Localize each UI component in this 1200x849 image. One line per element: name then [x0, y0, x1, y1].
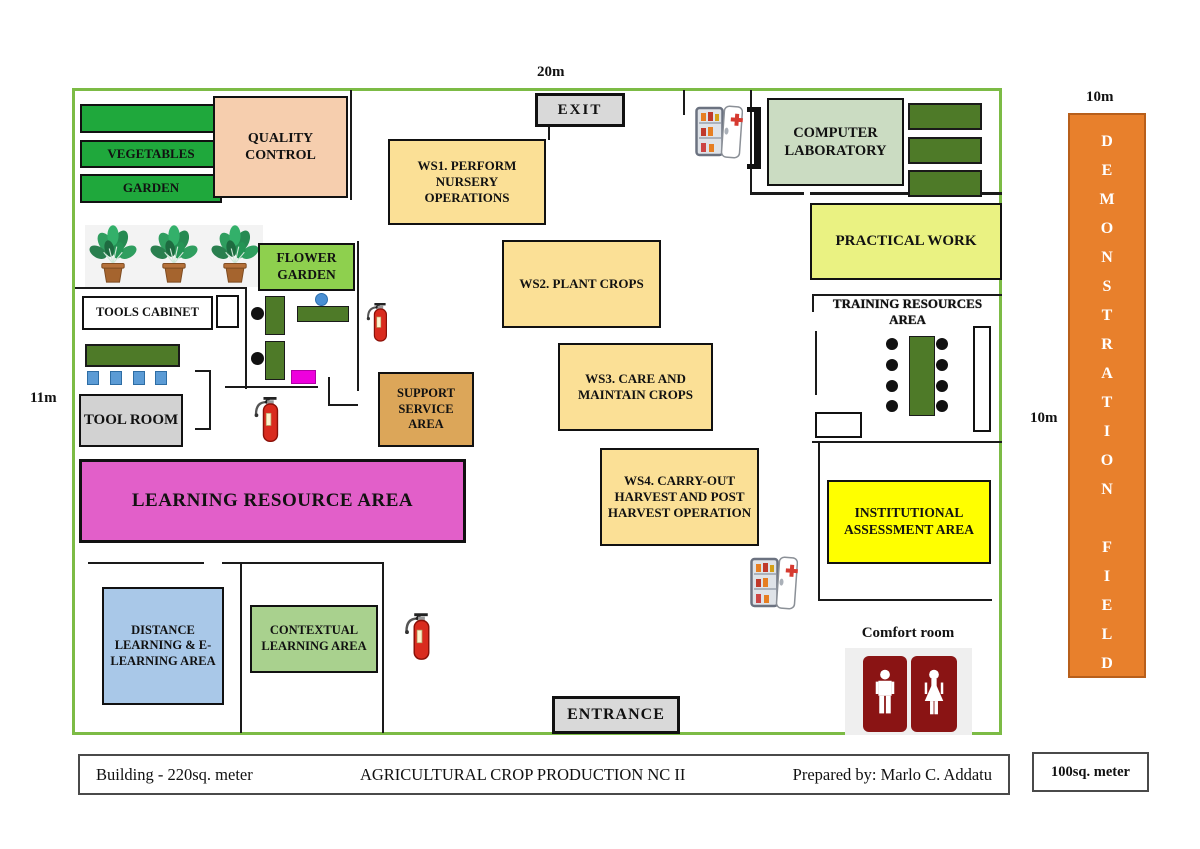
stool-dot — [251, 307, 264, 320]
plan-title: AGRICULTURAL CROP PRODUCTION NC II — [359, 764, 686, 784]
crate — [87, 371, 99, 385]
dimension-left-height: 11m — [30, 390, 57, 406]
training-desk — [815, 412, 862, 438]
wall — [75, 287, 246, 289]
cabinet-box — [216, 295, 239, 328]
vegetables-bar: VEGETABLES — [80, 140, 222, 168]
wall — [683, 90, 685, 115]
first-aid-cabinet-icon — [695, 101, 743, 163]
title-block: Building - 220sq. meter AGRICULTURAL CRO… — [78, 754, 1010, 795]
demonstration-field: D E M O N S T R A T I O N F I E L D — [1068, 113, 1146, 678]
chair-dot — [886, 359, 898, 371]
wall — [209, 370, 211, 430]
wall — [818, 443, 820, 601]
wall — [88, 562, 204, 564]
ws4-area: WS4. CARRY-OUT HARVEST AND POST HARVEST … — [600, 448, 759, 546]
wall — [812, 294, 1002, 296]
wall — [548, 127, 550, 140]
first-aid-cabinet-icon — [750, 551, 798, 615]
ws1-area: WS1. PERFORM NURSERY OPERATIONS — [388, 139, 546, 225]
field-size-label: 100sq. meter — [1032, 752, 1149, 792]
garden-bar — [80, 104, 226, 133]
fire-extinguisher-icon — [364, 296, 396, 346]
support-service-area: SUPPORT SERVICE AREA — [378, 372, 474, 447]
wall — [245, 287, 247, 389]
wall — [357, 241, 359, 391]
crate — [155, 371, 167, 385]
training-table — [909, 336, 935, 416]
potted-plant-icon — [85, 225, 141, 287]
fire-extinguisher-icon — [250, 390, 290, 446]
wall — [750, 90, 752, 193]
building-size-label: Building - 220sq. meter — [96, 764, 253, 784]
crate — [133, 371, 145, 385]
wall — [195, 428, 211, 430]
stool-dot — [251, 352, 264, 365]
wall — [328, 404, 358, 406]
ws2-area: WS2. PLANT CROPS — [502, 240, 661, 328]
computer-table — [908, 137, 982, 164]
computer-table — [908, 103, 982, 130]
plants-shelf — [85, 225, 263, 287]
institutional-assessment-area: INSTITUTIONAL ASSESSMENT AREA — [827, 480, 991, 564]
learning-resource-area: LEARNING RESOURCE AREA — [79, 459, 466, 543]
crate — [110, 371, 122, 385]
tools-cabinet: TOOLS CABINET — [82, 296, 213, 330]
building-outline — [72, 88, 1002, 735]
chair-dot — [886, 400, 898, 412]
dimension-top-width: 20m — [537, 64, 565, 80]
chair-dot — [936, 359, 948, 371]
fire-extinguisher-icon — [400, 606, 442, 664]
distance-learning-area: DISTANCE LEARNING & E-LEARNING AREA — [102, 587, 224, 705]
training-resources-label: TRAINING RESOURCES AREA — [832, 296, 983, 328]
computer-laboratory-area: COMPUTER LABORATORY — [767, 98, 904, 186]
potted-plant-icon — [207, 225, 263, 287]
chair-dot — [936, 338, 948, 350]
wall — [382, 562, 384, 733]
chair-dot — [936, 380, 948, 392]
dimension-field-width: 10m — [1086, 89, 1114, 105]
practical-work-area: PRACTICAL WORK — [810, 203, 1002, 280]
potted-plant-icon — [146, 225, 202, 287]
male-restroom-icon — [863, 656, 907, 732]
comfort-room-label: Comfort room — [861, 625, 955, 641]
entrance-door: ENTRANCE — [552, 696, 680, 734]
exit-door: EXIT — [535, 93, 625, 127]
contextual-learning-area: CONTEXTUAL LEARNING AREA — [250, 605, 378, 673]
magenta-item — [291, 370, 316, 384]
garden-label-bar: GARDEN — [80, 174, 222, 203]
wall — [750, 192, 804, 195]
female-restroom-icon — [911, 656, 957, 732]
ws3-area: WS3. CARE AND MAINTAIN CROPS — [558, 343, 713, 431]
wall — [350, 90, 352, 200]
computer-table — [908, 170, 982, 197]
work-bench — [265, 341, 285, 380]
wall — [195, 370, 211, 372]
chair-dot — [886, 380, 898, 392]
wall — [815, 331, 817, 395]
storage-shelf — [85, 344, 180, 367]
chair-dot — [886, 338, 898, 350]
work-bench — [297, 306, 349, 322]
work-bench — [265, 296, 285, 335]
wall — [812, 294, 814, 312]
training-shelf — [973, 326, 991, 432]
wall — [222, 562, 383, 564]
wall — [240, 562, 242, 733]
comfort-room — [845, 648, 972, 735]
wall — [812, 441, 1002, 443]
flower-garden-area: FLOWER GARDEN — [258, 243, 355, 291]
tool-room: TOOL ROOM — [79, 394, 183, 447]
prepared-by-label: Prepared by: Marlo C. Addatu — [792, 764, 992, 784]
quality-control-area: QUALITY CONTROL — [213, 96, 348, 198]
dimension-field-height: 10m — [1030, 410, 1058, 426]
wall — [810, 192, 1002, 195]
chair-dot — [936, 400, 948, 412]
sink-dot — [315, 293, 328, 306]
wall — [818, 599, 992, 601]
wall — [328, 377, 330, 406]
door-jamb-bracket-icon — [747, 107, 761, 169]
wall — [225, 386, 318, 388]
